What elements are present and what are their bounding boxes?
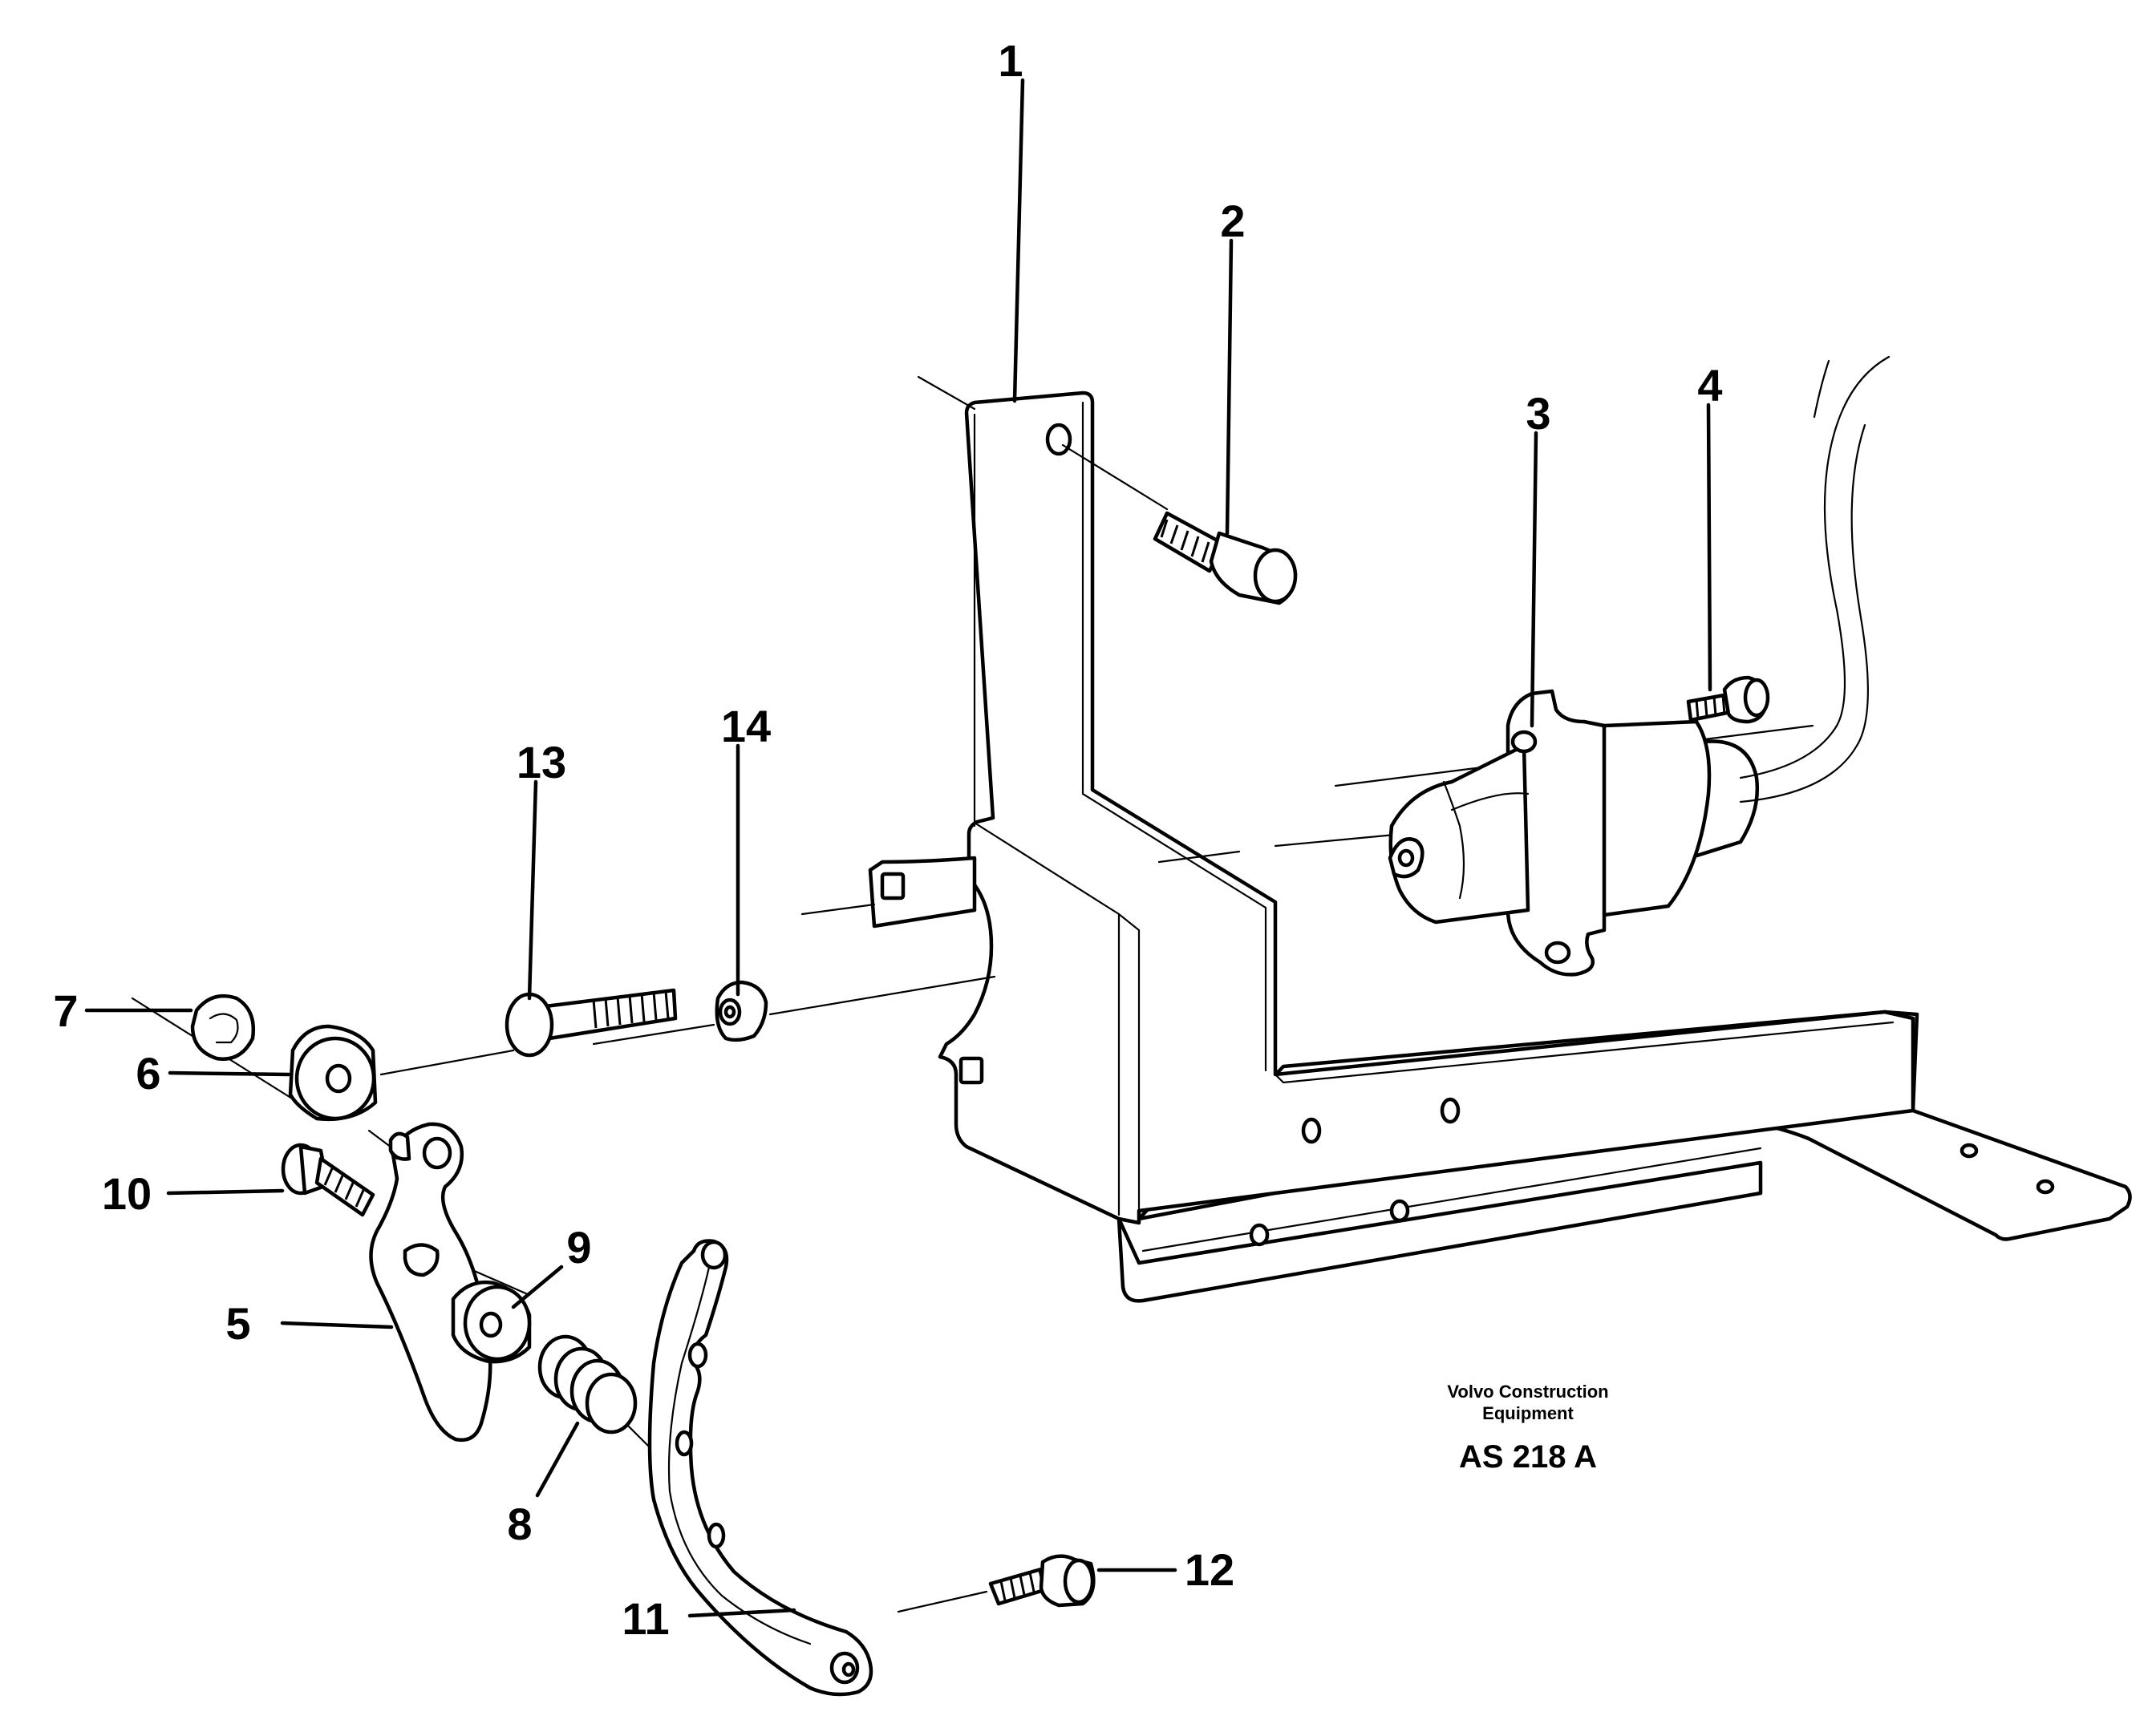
caption-company-line2: Equipment (1482, 1403, 1574, 1423)
bolt-part-2 (1153, 511, 1298, 605)
callout-12: 12 (1185, 1544, 1234, 1595)
clip-part-7 (190, 993, 256, 1061)
callout-8: 8 (507, 1499, 532, 1549)
nut-part-14 (715, 980, 768, 1042)
callout-5: 5 (225, 1298, 250, 1349)
bracket-part-11 (647, 1239, 873, 1697)
bushing-part-6 (288, 1024, 378, 1121)
leader-lines (84, 78, 1712, 1618)
callout-4: 4 (1697, 360, 1722, 411)
assembly-axis-lines (131, 375, 1814, 1669)
callout-13: 13 (517, 737, 566, 787)
solenoid-part-3 (1388, 689, 1760, 977)
caption-company-line1: Volvo Construction (1447, 1382, 1608, 1402)
callout-10: 10 (102, 1168, 152, 1219)
screw-part-4 (1686, 675, 1770, 724)
callout-labels: 1 2 3 4 5 6 7 8 9 10 11 12 13 14 (53, 35, 1722, 1644)
main-bracket (868, 391, 2132, 1303)
spring-part-8 (537, 1334, 638, 1435)
callout-1: 1 (998, 35, 1023, 86)
pin-part-13 (505, 988, 678, 1058)
callout-3: 3 (1526, 388, 1550, 439)
caption-drawing-code: AS 218 A (1459, 1439, 1597, 1475)
callout-14: 14 (721, 701, 771, 751)
callout-2: 2 (1220, 196, 1245, 246)
callout-7: 7 (53, 985, 78, 1036)
screw-part-12 (988, 1554, 1096, 1608)
screw-part-10 (281, 1143, 375, 1217)
callout-11: 11 (622, 1593, 669, 1644)
callout-9: 9 (566, 1222, 591, 1273)
lever-part-5 (369, 1122, 492, 1443)
cable (1739, 355, 1891, 803)
callout-6: 6 (136, 1048, 160, 1099)
bushing-part-9 (451, 1280, 532, 1364)
caption-block: Volvo Construction Equipment AS 218 A (1447, 1382, 1608, 1475)
